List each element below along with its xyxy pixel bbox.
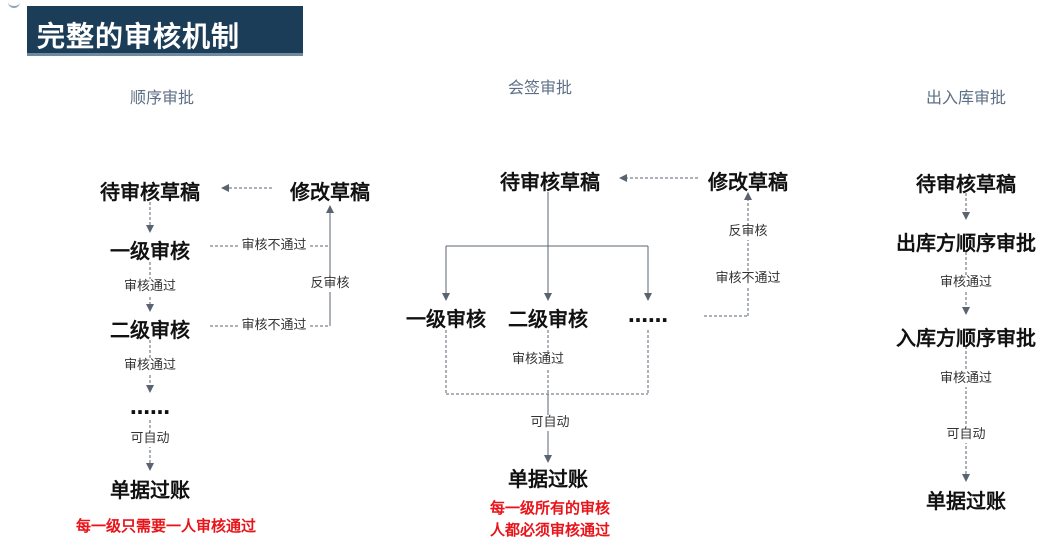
seq-draft-node: 待审核草稿: [100, 180, 200, 204]
cs-note-line2: 人都必须审核通过: [489, 521, 611, 539]
cs-fail-label: 审核不通过: [713, 271, 783, 287]
cs-note-line1: 每一级所有的审核: [489, 499, 611, 517]
cs-note: 每一级所有的审核 人都必须审核通过: [490, 497, 610, 541]
cs-draft-node: 待审核草稿: [500, 170, 600, 194]
io-pass1-label: 审核通过: [937, 275, 995, 291]
cs-more-node: ……: [628, 303, 668, 327]
seq-more-node: ……: [130, 395, 170, 419]
page-title: 完整的审核机制: [37, 20, 241, 53]
title-banner: 完整的审核机制: [27, 6, 303, 56]
section-title-sequential: 顺序审批: [130, 88, 195, 107]
cs-pass-label: 审核通过: [509, 352, 567, 368]
seq-reverse-label: 反审核: [308, 276, 352, 292]
io-auto-label: 可自动: [944, 427, 988, 443]
cs-level2-node: 二级审核: [508, 307, 588, 331]
io-out-node: 出库方顺序审批: [896, 231, 1036, 255]
seq-pass2-label: 审核通过: [121, 358, 179, 374]
corner-decoration: [8, 0, 20, 8]
section-title-countersign: 会签审批: [508, 78, 573, 97]
cs-level1-node: 一级审核: [406, 307, 486, 331]
seq-note: 每一级只需要一人审核通过: [75, 517, 257, 535]
seq-pass1-label: 审核通过: [121, 279, 179, 295]
cs-modify-node: 修改草稿: [708, 170, 788, 194]
cs-auto-label: 可自动: [528, 415, 572, 431]
cs-reverse-label: 反审核: [726, 224, 770, 240]
io-final-node: 单据过账: [926, 489, 1006, 513]
seq-final-node: 单据过账: [110, 478, 190, 502]
seq-auto-label: 可自动: [128, 431, 172, 447]
section-title-inout: 出入库审批: [926, 88, 1007, 107]
seq-level1-node: 一级审核: [110, 239, 190, 263]
cs-final-node: 单据过账: [508, 467, 588, 491]
seq-fail2-label: 审核不通过: [239, 318, 309, 334]
io-pass2-label: 审核通过: [937, 371, 995, 387]
io-in-node: 入库方顺序审批: [896, 326, 1036, 350]
io-draft-node: 待审核草稿: [916, 172, 1016, 196]
seq-level2-node: 二级审核: [110, 318, 190, 342]
seq-fail1-label: 审核不通过: [239, 238, 309, 254]
seq-modify-node: 修改草稿: [290, 180, 370, 204]
